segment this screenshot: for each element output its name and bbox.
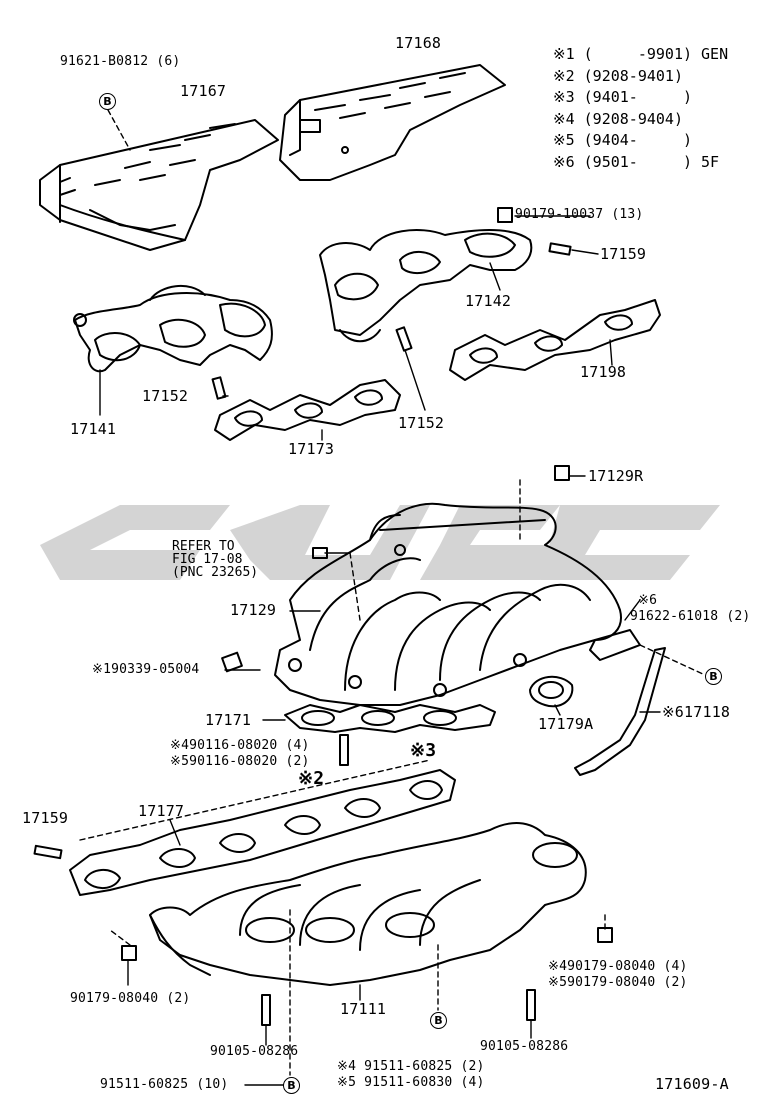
part-label: ※3 bbox=[410, 740, 437, 761]
part-label: 90179-08040 (2) bbox=[70, 991, 191, 1006]
part-label: 17129 bbox=[230, 601, 277, 619]
intake-manifold-17111 bbox=[149, 822, 587, 986]
legend-item: ※2 (9208-9401) bbox=[553, 66, 683, 85]
part-label: 91622-61018 (2) bbox=[630, 609, 751, 624]
part-label: 17111 bbox=[340, 1000, 387, 1018]
legend: ※1 ( -9901) GEN ※2 (9208-9401) ※3 (9401-… bbox=[553, 44, 728, 173]
intake-manifold-17129 bbox=[274, 502, 622, 706]
legend-item: ※4 (9208-9404) bbox=[553, 109, 683, 128]
badge-b: B bbox=[430, 1012, 447, 1029]
part-label: 17177 bbox=[138, 802, 185, 820]
exhaust-manifold-17142 bbox=[319, 229, 533, 343]
figure-id: 171609-A bbox=[655, 1075, 729, 1093]
part-label: 17171 bbox=[205, 711, 252, 729]
part-label: ※617118 bbox=[662, 703, 731, 721]
part-label: 17198 bbox=[580, 363, 627, 381]
badge-b: B bbox=[99, 93, 116, 110]
part-label: 17168 bbox=[395, 34, 442, 52]
part-label: 90105-08286 bbox=[480, 1039, 569, 1054]
part-label: 91621-B0812 (6) bbox=[60, 54, 181, 69]
heat-insulator-17168 bbox=[279, 64, 506, 181]
part-label: ※590116-08020 (2) bbox=[170, 754, 310, 769]
part-label: 17129R bbox=[588, 467, 644, 485]
part-label: ※590179-08040 (2) bbox=[548, 975, 688, 990]
part-label: 17173 bbox=[288, 440, 335, 458]
part-label: ※5 91511-60830 (4) bbox=[337, 1075, 485, 1090]
gasket-17171 bbox=[284, 704, 496, 733]
legend-item: ※6 (9501- ) 5F bbox=[553, 152, 720, 171]
part-label: ※490179-08040 (4) bbox=[548, 959, 688, 974]
stay-17118 bbox=[574, 647, 666, 776]
part-label: ※190339-05004 bbox=[92, 662, 200, 677]
part-label: 17141 bbox=[70, 420, 117, 438]
gasket-17198 bbox=[449, 299, 661, 381]
part-label: ※490116-08020 (4) bbox=[170, 738, 310, 753]
badge-b: B bbox=[705, 668, 722, 685]
part-label: ※2 bbox=[298, 768, 325, 789]
part-label: 90105-08286 bbox=[210, 1044, 299, 1059]
leader-lines bbox=[79, 109, 706, 1086]
part-label: 17142 bbox=[465, 292, 512, 310]
gasket-17177 bbox=[69, 769, 456, 896]
legend-item: ※5 (9404- ) bbox=[553, 131, 692, 149]
part-label: 17152 bbox=[398, 414, 445, 432]
exhaust-manifold-17141 bbox=[73, 284, 273, 373]
part-label: ※4 91511-60825 (2) bbox=[337, 1059, 485, 1074]
gasket-17179A bbox=[529, 629, 641, 708]
part-label: 90179-10037 (13) bbox=[515, 207, 644, 222]
badge-b: B bbox=[283, 1077, 300, 1094]
legend-item: ※1 ( -9901) GEN bbox=[553, 45, 729, 63]
part-label: 91511-60825 (10) bbox=[100, 1077, 229, 1092]
heat-insulator-17167 bbox=[39, 119, 279, 251]
part-label: 17152 bbox=[142, 387, 189, 405]
legend-item: ※3 (9401- ) bbox=[553, 88, 692, 106]
part-label: 17167 bbox=[180, 82, 227, 100]
gasket-17173 bbox=[214, 379, 401, 441]
part-label: 17159 bbox=[600, 245, 647, 263]
watermark-logo bbox=[40, 505, 720, 580]
refer-note: REFER TO FIG 17-08 (PNC 23265) bbox=[172, 539, 259, 580]
part-label: 17159 bbox=[22, 809, 69, 827]
part-label: 17179A bbox=[538, 715, 594, 733]
part-label: ※6 bbox=[638, 593, 658, 608]
